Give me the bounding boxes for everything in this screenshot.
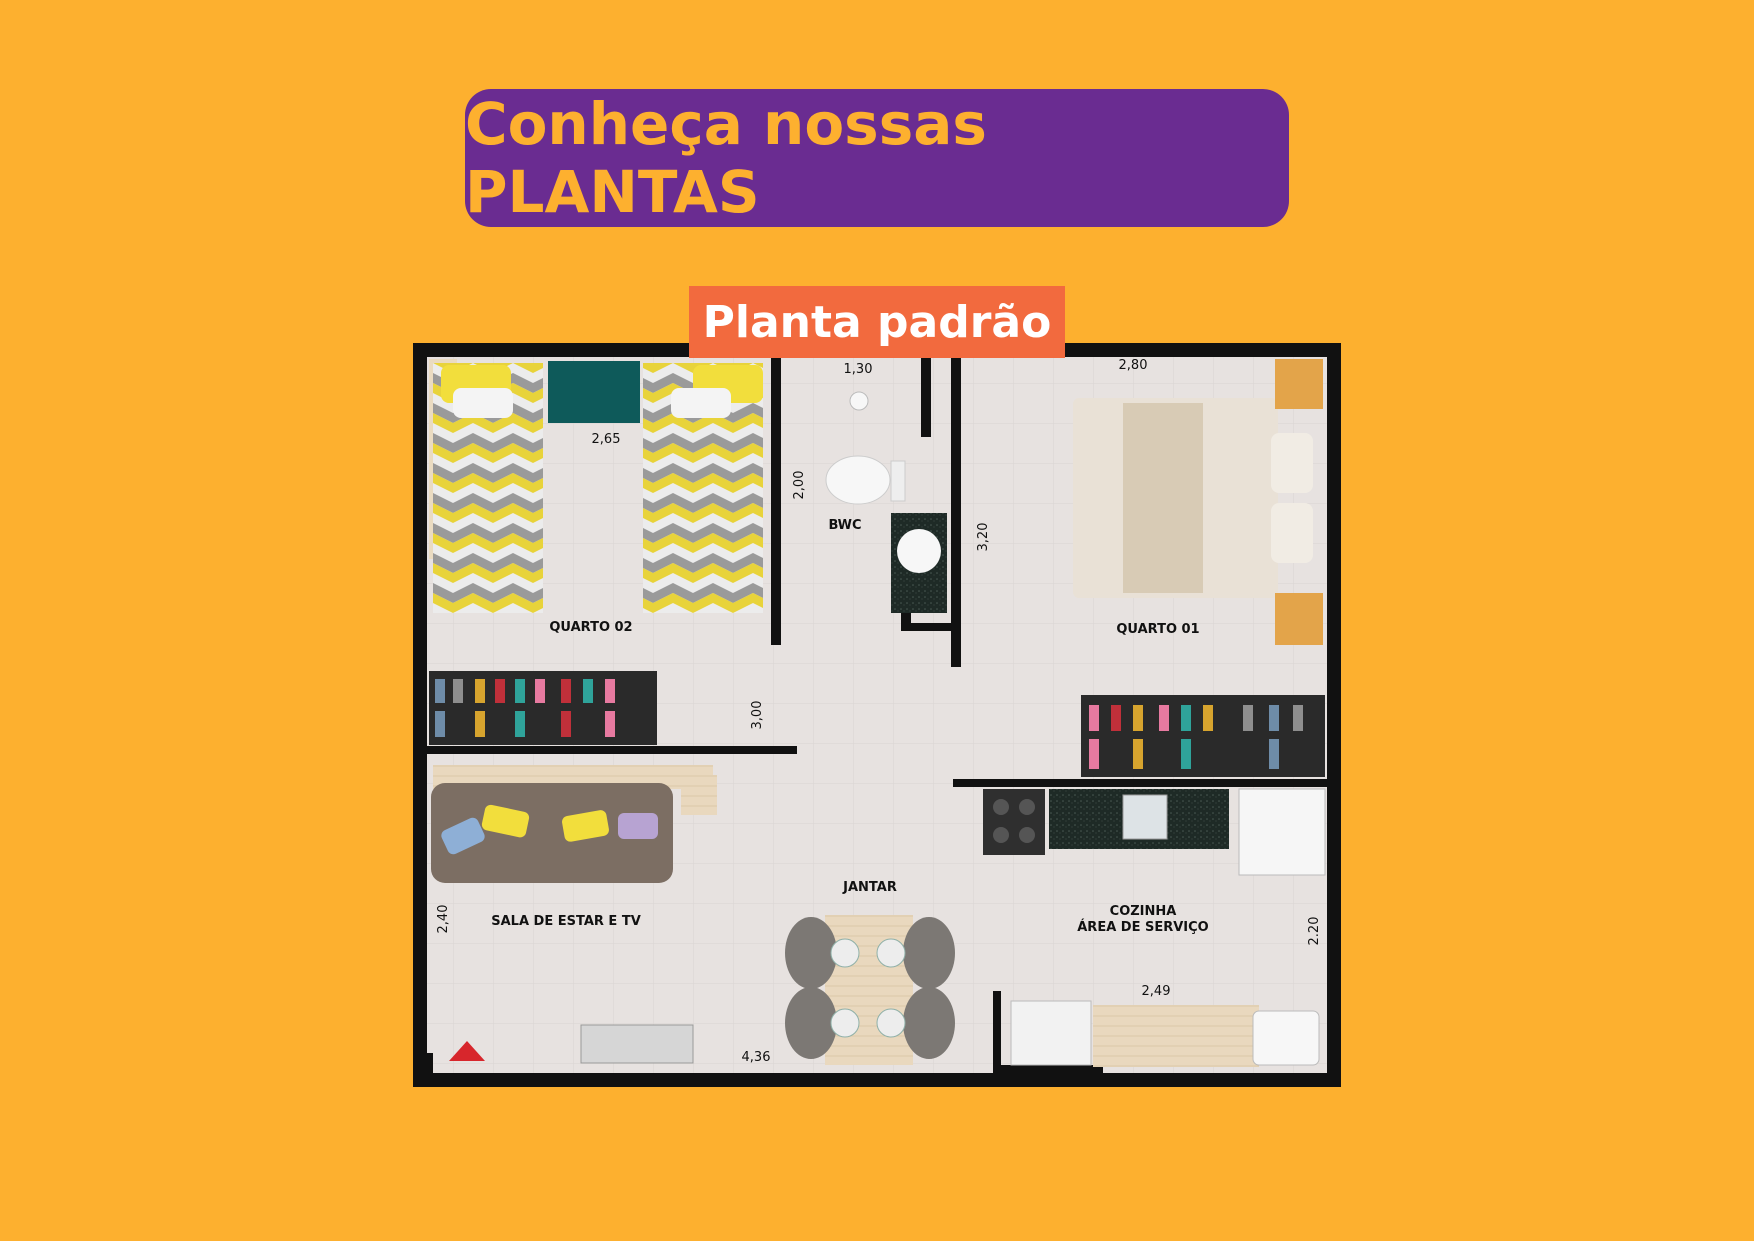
pillow: [453, 388, 513, 418]
shower: [849, 391, 869, 411]
label-quarto-01: QUARTO 01: [1116, 622, 1199, 637]
cushion: [618, 813, 658, 839]
side-table: [681, 775, 717, 815]
label-bwc: BWC: [828, 518, 861, 533]
page-title: Conheça nossas PLANTAS: [465, 90, 987, 226]
dim-area-servico-width: 2,49: [1142, 984, 1171, 999]
chair: [903, 917, 955, 989]
pillow: [1271, 433, 1313, 493]
stove: [983, 789, 1045, 855]
cushion: [562, 810, 609, 842]
dim-sala-width: 4,36: [742, 1050, 771, 1065]
plate: [876, 938, 906, 968]
laundry-counter: [1093, 1005, 1259, 1067]
label-sala: SALA DE ESTAR E TV: [491, 914, 641, 929]
dim-hall: 3,00: [750, 701, 765, 730]
nightstand: [1275, 359, 1323, 409]
dim-quarto-01-width: 2,80: [1119, 358, 1148, 373]
label-quarto-02: QUARTO 02: [549, 620, 632, 635]
plan-name: Planta padrão: [702, 296, 1052, 348]
dim-bwc-width: 1,30: [844, 362, 873, 377]
dim-quarto-02-width: 2,65: [592, 432, 621, 447]
chair: [903, 987, 955, 1059]
plate: [830, 938, 860, 968]
wardrobe-clothes: [1089, 705, 1303, 769]
chair: [785, 917, 837, 989]
dim-bwc-depth: 2,00: [792, 471, 807, 500]
kitchen-sink: [1122, 794, 1168, 840]
dining-table: [825, 915, 913, 1065]
label-area-servico: ÁREA DE SERVIÇO: [1077, 919, 1208, 935]
tv: [580, 1024, 694, 1064]
nightstand: [548, 361, 640, 423]
plate: [830, 1008, 860, 1038]
dim-quarto-01-depth: 3,20: [976, 523, 991, 552]
toilet: [825, 455, 891, 505]
toilet-tank: [890, 460, 906, 502]
chair: [785, 987, 837, 1059]
refrigerator: [1238, 788, 1326, 876]
pillow: [1271, 503, 1313, 563]
washing-machine: [1010, 1000, 1092, 1066]
label-jantar: JANTAR: [842, 880, 897, 895]
sink: [897, 529, 941, 573]
pillow: [671, 388, 731, 418]
nightstand: [1275, 593, 1323, 645]
title-banner: Conheça nossas PLANTAS: [465, 89, 1289, 227]
bed-runner: [1123, 403, 1203, 593]
dim-sala-depth: 2,40: [436, 905, 451, 934]
label-cozinha: COZINHA: [1110, 904, 1177, 919]
floor-plan: QUARTO 02 QUARTO 01 BWC JANTAR SALA DE E…: [413, 343, 1341, 1087]
floor-plan-drawing: QUARTO 02 QUARTO 01 BWC JANTAR SALA DE E…: [413, 343, 1341, 1087]
dim-cozinha-depth: 2.20: [1307, 917, 1322, 946]
north-marker-icon: [449, 1041, 485, 1061]
plan-name-badge: Planta padrão: [689, 286, 1065, 358]
plate: [876, 1008, 906, 1038]
cushion: [481, 804, 530, 838]
wardrobe-clothes: [435, 679, 615, 737]
laundry-tank: [1252, 1010, 1320, 1066]
cushion: [441, 817, 485, 855]
